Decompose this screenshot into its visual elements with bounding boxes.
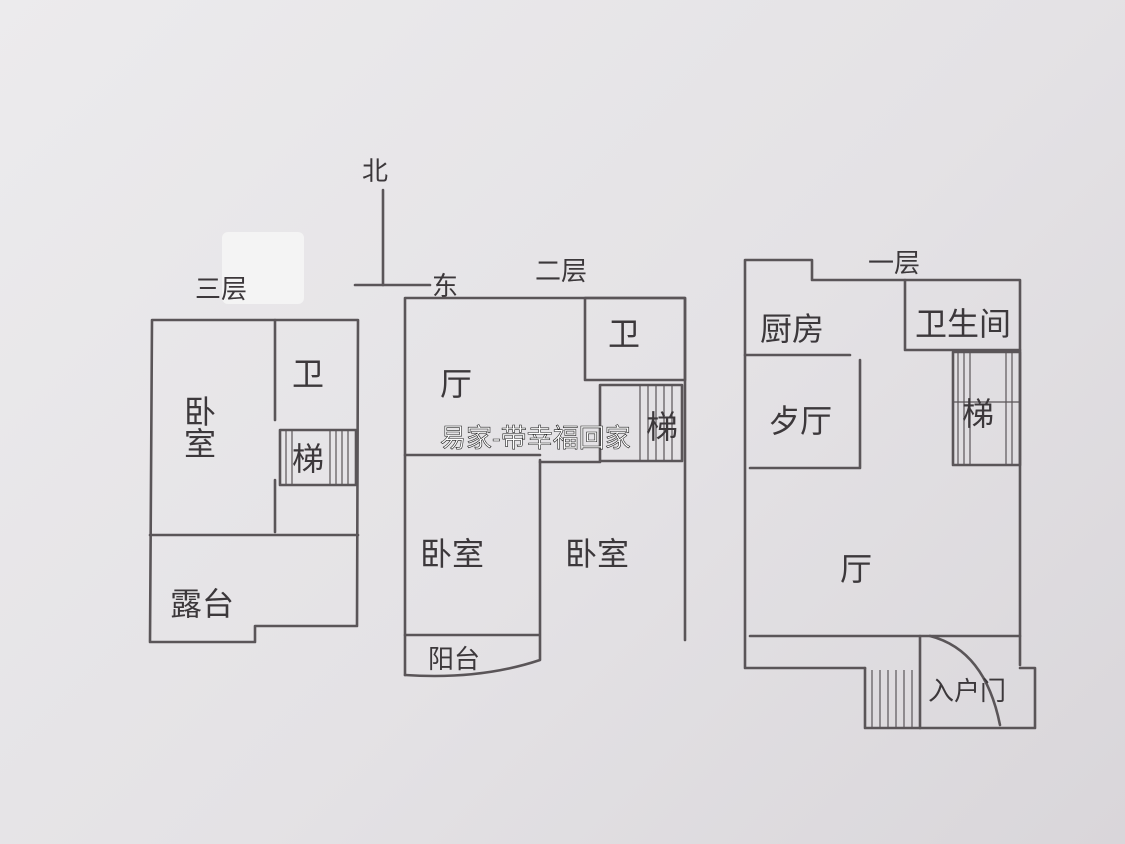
floor-2-hall-label: 厅: [440, 365, 472, 403]
floor-1-dining-wall: [748, 358, 862, 470]
floor-1-title: 一层: [868, 249, 920, 279]
floor-1-bathroom-label: 卫生间: [915, 305, 1011, 343]
floor-3-bath-label: 卫: [292, 355, 324, 393]
floor-1-entry-steps: [871, 670, 913, 728]
watermark: 易家-带幸福回家: [440, 424, 631, 454]
floor-1-stairs: [951, 350, 1022, 467]
floor-2-outline: [403, 296, 687, 677]
floor-2-bath-label: 卫: [608, 315, 640, 353]
floor-2-plan: 二层 厅 卫 梯 卧室 卧室 阳台: [403, 257, 687, 678]
compass: 北 东: [353, 157, 458, 302]
floor-3-stair-treads: [285, 430, 349, 485]
floor-2-bedroom-right-label: 卧室: [565, 535, 629, 573]
floor-1-kitchen-label: 厨房: [760, 310, 824, 348]
floor-3-title: 三层: [195, 275, 247, 305]
floor-3-outline: [148, 318, 360, 644]
floor-2-balcony-label: 阳台: [428, 645, 480, 675]
floor-1-living-label: 厅: [840, 550, 872, 588]
floor-1-bathroom-wall: [903, 278, 1022, 352]
floor-2-bath-room: [583, 296, 687, 382]
floor-2-title: 二层: [535, 257, 587, 287]
floor-2-stairs-label: 梯: [646, 408, 678, 446]
north-label: 北: [362, 157, 388, 187]
floor-3-terrace-label: 露台: [170, 585, 234, 623]
floor-1-stairs-label: 梯: [962, 395, 994, 433]
floor-3-plan: 三层 卧室 卫 梯 露台: [148, 275, 360, 644]
floor-1-entry-porch: [863, 666, 1037, 730]
floor-2-balcony: [403, 458, 542, 678]
floor-1-dining-label: 歺厅: [768, 402, 832, 440]
floor-2-bedroom-left-label: 卧室: [420, 535, 484, 573]
floor-1-entrance-label: 入户门: [928, 677, 1006, 707]
floor-3-bedroom-label-1: 卧室: [179, 395, 217, 459]
floor-1-entry-door: [918, 634, 1002, 730]
floor-3-stairs-label: 梯: [292, 440, 324, 478]
floor-1-stair-treads: [953, 352, 1020, 465]
floor-2-stair-treads: [639, 385, 673, 461]
tape-patch: [222, 232, 304, 304]
floor-1-plan: 一层 厨房 卫生间 歺厅 梯 厅 入户门: [743, 249, 1037, 730]
floor-3-stairs: [278, 428, 358, 487]
floor-2-stairs: [598, 383, 684, 463]
